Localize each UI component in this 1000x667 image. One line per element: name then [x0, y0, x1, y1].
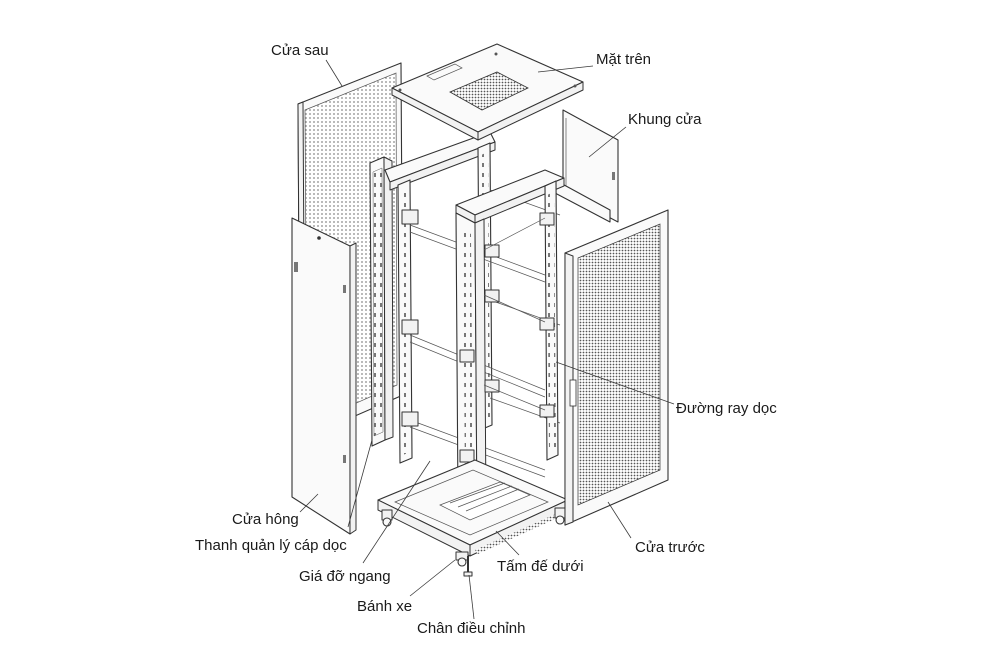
front-door — [564, 209, 669, 526]
label-horizontal-bracket: Giá đỡ ngang — [299, 568, 391, 585]
top-cover — [391, 43, 584, 141]
label-rear-door: Cửa sau — [271, 42, 329, 59]
label-vertical-cable-manager: Thanh quản lý cáp dọc — [195, 537, 347, 554]
side-door — [291, 217, 357, 535]
label-leveling-foot: Chân điều chỉnh — [417, 620, 526, 637]
label-bottom-plate: Tấm đế dưới — [497, 558, 584, 575]
door-handle — [569, 379, 577, 407]
front-frame — [455, 169, 565, 513]
label-door-frame: Khung cửa — [628, 111, 702, 128]
leader-lines — [299, 59, 675, 620]
label-vertical-rail: Đường ray dọc — [676, 400, 777, 417]
base-frame — [377, 459, 569, 577]
label-top-cover: Mặt trên — [596, 51, 652, 68]
bottom-plate — [439, 481, 531, 521]
vertical-cable-manager — [369, 156, 394, 447]
label-caster: Bánh xe — [357, 598, 413, 615]
label-front-door: Cửa trước — [635, 539, 705, 556]
leveling-foot — [463, 556, 473, 577]
right-side-panel — [554, 109, 619, 223]
label-side-door: Cửa hông — [232, 511, 299, 528]
